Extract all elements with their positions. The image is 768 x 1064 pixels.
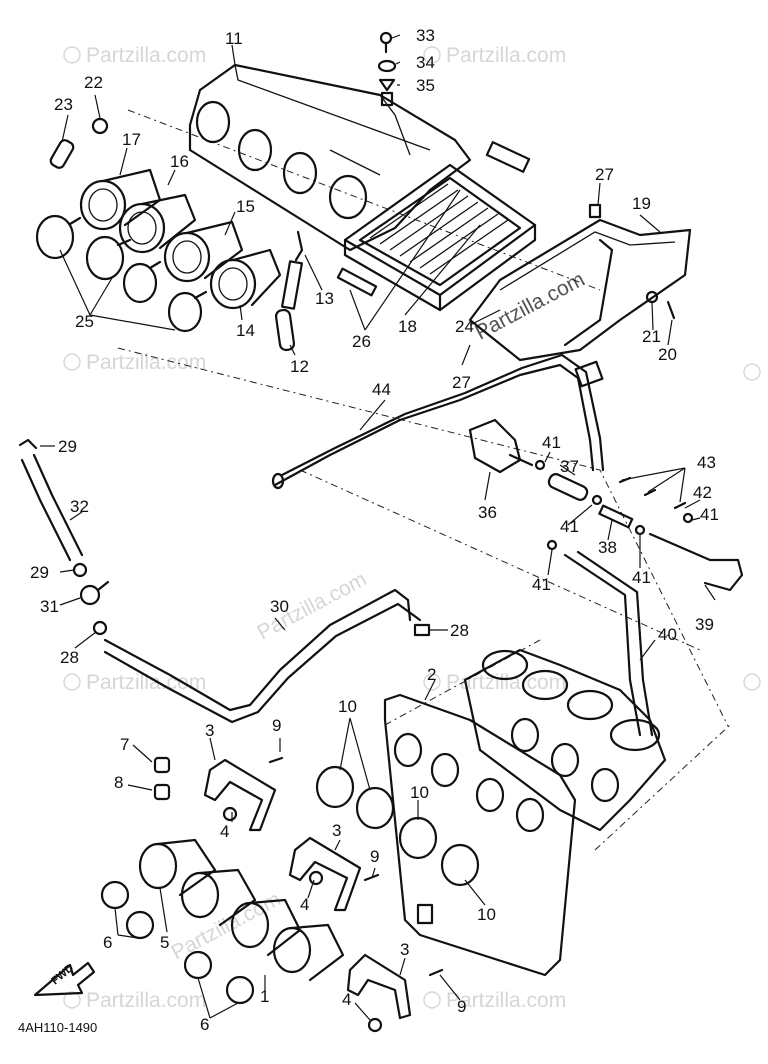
callout-30: 30 [270, 597, 289, 616]
intake-plate [383, 693, 577, 977]
watermark: Partzilla.com [423, 671, 566, 694]
diagram-code: 4AH110-1490 [18, 1020, 97, 1035]
watermark [743, 363, 761, 381]
svg-text:Partzilla.com: Partzilla.com [86, 44, 206, 67]
callout-39: 39 [695, 615, 714, 634]
callout-40: 40 [658, 625, 677, 644]
air-filter-case [188, 63, 472, 252]
callout-20: 20 [658, 345, 677, 364]
callout-44: 44 [372, 380, 391, 399]
watermark: Partzilla.com [63, 351, 206, 374]
callout-28b: 28 [450, 621, 469, 640]
svg-text:Partzilla.com: Partzilla.com [446, 671, 566, 694]
callout-37: 37 [560, 457, 579, 476]
callout-10a: 10 [338, 697, 357, 716]
callout-5: 5 [160, 933, 169, 952]
air-filter-cover [468, 218, 692, 388]
leader-lines [40, 34, 716, 1021]
callout-9a: 9 [272, 716, 281, 735]
callout-11: 11 [225, 29, 243, 48]
callout-41d: 41 [632, 568, 651, 587]
callout-41e: 41 [700, 505, 719, 524]
callout-6b: 6 [200, 1015, 209, 1034]
callout-10b: 10 [410, 783, 429, 802]
callout-2: 2 [427, 665, 436, 684]
callout-8: 8 [114, 773, 123, 792]
callout-25: 25 [75, 312, 94, 331]
svg-text:Partzilla.com: Partzilla.com [86, 671, 206, 694]
upper-small-parts [274, 31, 676, 352]
callout-4c: 4 [342, 990, 351, 1009]
callout-4b: 4 [300, 895, 309, 914]
svg-text:Partzilla.com: Partzilla.com [86, 351, 206, 374]
hose-clamps [35, 214, 208, 333]
callout-32: 32 [70, 497, 89, 516]
callout-29b: 29 [30, 563, 49, 582]
svg-text:Partzilla.com: Partzilla.com [446, 44, 566, 67]
breather-hose [271, 353, 605, 490]
carburetor-assembly [463, 648, 667, 832]
svg-text:Partzilla.com: Partzilla.com [446, 989, 566, 1012]
watermark-diagonal: Partzilla.com [472, 268, 589, 345]
left-hose-assembly [18, 438, 110, 636]
callout-23: 23 [54, 95, 73, 114]
intake-joints [79, 168, 282, 310]
carburetor-joints [138, 838, 345, 982]
watermark: Partzilla.com [63, 44, 206, 67]
breather-fitting [49, 117, 109, 169]
callout-3c: 3 [400, 940, 409, 959]
callout-17: 17 [122, 130, 141, 149]
watermark [743, 673, 761, 691]
callout-27a: 27 [595, 165, 614, 184]
callout-6a: 6 [103, 933, 112, 952]
watermark: Partzilla.com [423, 989, 566, 1012]
watermark-layer: Partzilla.com Partzilla.com Partzilla.co… [63, 44, 761, 1012]
callout-41c: 41 [532, 575, 551, 594]
callout-21: 21 [642, 327, 661, 346]
air-filter-element [343, 163, 537, 312]
callout-38: 38 [598, 538, 617, 557]
callout-10c: 10 [477, 905, 496, 924]
callout-19: 19 [632, 194, 651, 213]
callout-28a: 28 [60, 648, 79, 667]
callout-15: 15 [236, 197, 255, 216]
callout-34: 34 [416, 53, 435, 72]
callout-18: 18 [398, 317, 417, 336]
callout-27b: 27 [452, 373, 471, 392]
callout-24: 24 [455, 317, 474, 336]
callout-13: 13 [315, 289, 334, 308]
callout-14: 14 [236, 321, 255, 340]
watermark: Partzilla.com [63, 671, 206, 694]
callout-41a: 41 [542, 433, 561, 452]
callout-36: 36 [478, 503, 497, 522]
callout-29a: 29 [58, 437, 77, 456]
callout-1: 1 [260, 987, 269, 1006]
callout-3a: 3 [205, 721, 214, 740]
caps [153, 756, 171, 801]
air-induction-parts [468, 418, 744, 737]
callout-42: 42 [693, 483, 712, 502]
vacuum-hose [103, 588, 431, 724]
callout-22: 22 [84, 73, 103, 92]
callout-9c: 9 [457, 997, 466, 1016]
callout-41b: 41 [560, 517, 579, 536]
watermark: Partzilla.com [423, 44, 566, 67]
callout-4a: 4 [220, 822, 229, 841]
callout-26: 26 [352, 332, 371, 351]
callout-9b: 9 [370, 847, 379, 866]
callout-16: 16 [170, 152, 189, 171]
svg-text:Partzilla.com: Partzilla.com [86, 989, 206, 1012]
watermark: Partzilla.com [63, 989, 206, 1012]
callout-31: 31 [40, 597, 59, 616]
callout-33: 33 [416, 26, 435, 45]
callout-3b: 3 [332, 821, 341, 840]
callout-7: 7 [120, 735, 129, 754]
callout-43: 43 [697, 453, 716, 472]
callout-labels: 11 33 34 35 22 23 17 16 15 14 25 13 12 2… [18, 26, 719, 1035]
callout-35: 35 [416, 76, 435, 95]
brackets [203, 756, 444, 1033]
callout-12: 12 [290, 357, 309, 376]
